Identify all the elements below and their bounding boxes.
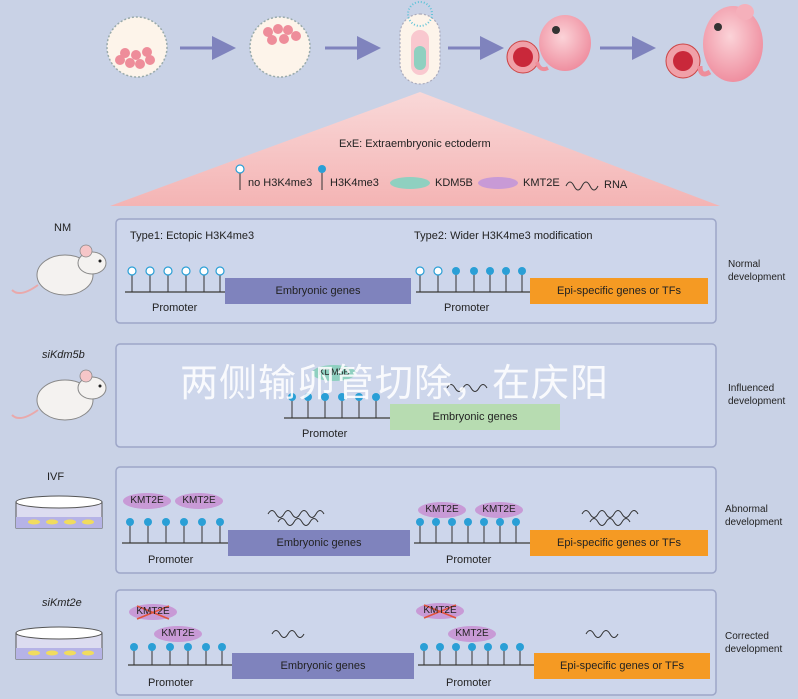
promoter-label: Promoter [302, 428, 348, 440]
watermark-text: 两侧输卵管切除，在庆阳 [180, 361, 610, 405]
kdm5b-protein [312, 365, 356, 381]
embryonic-genes-label: Embryonic genes [276, 537, 362, 549]
epi-genes-bar [530, 530, 708, 556]
legend-rna-label: RNA [604, 179, 628, 191]
cross-icon [136, 605, 170, 620]
legend-glyphs [235, 164, 599, 191]
rna-icon [277, 518, 319, 526]
kmt2e-label: KMT2E [161, 628, 195, 639]
kmt2e-label: KMT2E [182, 495, 216, 506]
rna-icon [585, 630, 619, 638]
promoter-label: Promoter [152, 302, 198, 314]
kmt2e-protein [123, 493, 171, 509]
legend-h3k4me3-icon [318, 165, 326, 173]
epi-genes-label: Epi-specific genes or TFs [557, 285, 681, 297]
mouse-icon [11, 244, 107, 296]
rna-icon [271, 630, 305, 638]
panel-sikdm5b [115, 343, 717, 448]
rna-icon [581, 510, 639, 518]
kdm5b-protein-label: KDM5B [318, 367, 350, 377]
legend-no-h3k4me3-label: no H3K4me3 [248, 177, 313, 189]
ivf-row [122, 493, 708, 556]
legend-kmt2e-icon [478, 177, 518, 189]
promoter-label: Promoter [148, 677, 194, 689]
promoter-label: Promoter [446, 677, 492, 689]
legend-kmt2e-label: KMT2E [523, 177, 560, 189]
type1-label: Type1: Ectopic H3K4me3 [130, 230, 255, 242]
embryonic-genes-label: Embryonic genes [432, 411, 518, 423]
legend-no-h3k4me3-icon [235, 164, 245, 174]
kmt2e-label: KMT2E [136, 606, 170, 617]
sikdm5b-row [284, 365, 560, 430]
embryonic-genes-bar [225, 278, 411, 304]
embryonic-genes-label: Embryonic genes [280, 660, 366, 672]
nm-type2 [415, 266, 708, 304]
row-label-sikmt2e: siKmt2e [42, 597, 82, 609]
nm-type1 [125, 266, 411, 304]
exe-triangle [110, 92, 720, 206]
legend-rna-icon [565, 181, 599, 191]
legend-kdm5b-icon [390, 177, 430, 189]
row-label-nm: NM [54, 222, 72, 234]
histone-marks-empty [127, 266, 225, 292]
epi-genes-bar [530, 278, 708, 304]
legend-h3k4me3-label: H3K4me3 [330, 177, 379, 189]
promoter-label: Promoter [446, 554, 492, 566]
blastocyst-icon [106, 16, 168, 78]
kmt2e-label: KMT2E [455, 628, 489, 639]
petri-dish-icon [15, 626, 103, 660]
kmt2e-label: KMT2E [425, 504, 459, 515]
embryonic-genes-bar [228, 530, 410, 556]
kmt2e-label: KMT2E [482, 504, 516, 515]
embryonic-genes-label: Embryonic genes [275, 285, 361, 297]
rna-icon [267, 510, 325, 518]
rna-icon [446, 384, 488, 392]
fetus-icon [665, 4, 763, 82]
embryo-icon [506, 15, 591, 74]
row-label-ivf: IVF [47, 471, 65, 483]
kmt2e-label: KMT2E [130, 495, 164, 506]
exe-title: ExE: Extraembryonic ectoderm [339, 138, 491, 150]
type2-label: Type2: Wider H3K4me3 modification [414, 230, 593, 242]
kmt2e-label: KMT2E [423, 605, 457, 616]
panel-ivf [115, 466, 717, 574]
kmt2e-protein [475, 502, 523, 518]
row-label-sikdm5b: siKdm5b [42, 349, 85, 361]
development-stages [106, 1, 763, 85]
mouse-icon [11, 369, 107, 421]
promoter-label: Promoter [444, 302, 490, 314]
sikmt2e-row [128, 603, 710, 679]
kmt2e-protein [154, 626, 202, 642]
epi-genes-bar [534, 653, 710, 679]
egg-cylinder-icon [399, 1, 441, 85]
epi-genes-label: Epi-specific genes or TFs [557, 537, 681, 549]
embryonic-genes-bar [390, 404, 560, 430]
legend-kdm5b-label: KDM5B [435, 177, 473, 189]
embryonic-genes-bar [232, 653, 414, 679]
kmt2e-protein [175, 493, 223, 509]
kmt2e-protein [448, 626, 496, 642]
kmt2e-protein [418, 502, 466, 518]
promoter-label: Promoter [148, 554, 194, 566]
epi-genes-label: Epi-specific genes or TFs [560, 660, 684, 672]
cross-icon [423, 604, 457, 619]
rna-icon [589, 518, 631, 526]
blastocyst-stage2-icon [249, 16, 311, 78]
petri-dish-icon [15, 495, 103, 529]
